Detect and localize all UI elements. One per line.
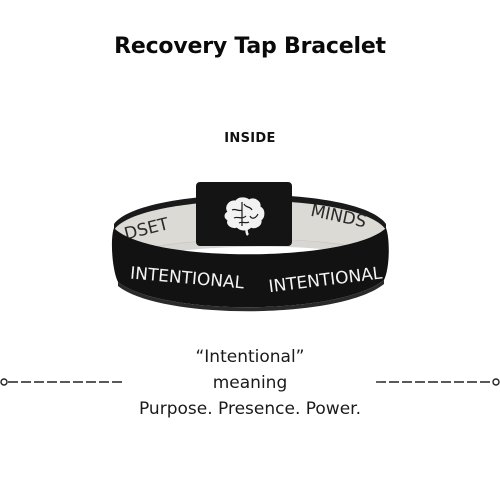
bracelet-front-band <box>111 228 389 308</box>
bracelet-back-rim <box>114 194 386 230</box>
divider-right <box>376 378 500 386</box>
caption-tagline: Purpose. Presence. Power. <box>138 399 361 419</box>
caption-quote: “Intentional” <box>195 347 305 367</box>
caption-meaning: meaning <box>212 373 288 393</box>
page-title: Recovery Tap Bracelet <box>114 34 386 59</box>
brain-icon <box>224 197 265 236</box>
divider-left <box>0 378 124 386</box>
view-label: INSIDE <box>224 131 276 146</box>
bracelet-image: DSET MINDS INTENTIONAL INTENTIONAL <box>111 182 389 312</box>
